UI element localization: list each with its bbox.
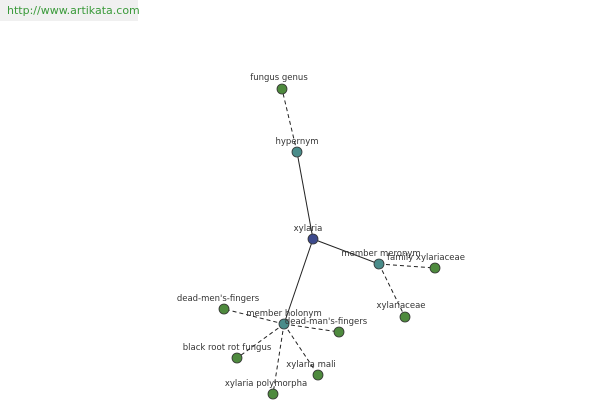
edge-xylaria-to-hypernym [296,151,314,240]
url-banner: http://www.artikata.com [0,0,140,21]
node-xylaria[interactable] [307,233,319,245]
label-family-xylariaceae[interactable]: family xylariaceae [387,253,465,263]
graph-nodes [218,83,441,400]
edge-member-holonym-to-black-root-rot-fungus [236,323,285,359]
edge-member-holonym-to-dead-mens-fingers [223,308,285,325]
node-black-root-rot-fungus[interactable] [231,352,243,364]
label-xylariaceae[interactable]: xylariaceae [376,301,425,311]
label-hypernym[interactable]: hypernym [275,137,318,147]
label-dead-mans-fingers[interactable]: dead-man's-fingers [285,317,368,327]
node-member-meronym[interactable] [373,258,385,270]
node-xylaria-mali[interactable] [312,369,324,381]
label-fungus-genus[interactable]: fungus genus [250,73,308,83]
edge-xylaria-to-member-holonym [283,238,314,325]
node-member-holonym[interactable] [278,318,290,330]
label-xylaria[interactable]: xylaria [294,224,323,234]
edge-member-holonym-to-xylaria-mali [283,323,319,376]
edge-member-meronym-to-xylariaceae [378,263,406,318]
edge-hypernym-to-fungus-genus [281,88,298,153]
label-member-meronym[interactable]: member meronym [341,249,420,259]
label-dead-mens-fingers[interactable]: dead-men's-fingers [177,294,260,304]
node-fungus-genus[interactable] [276,83,288,95]
label-xylaria-polymorpha[interactable]: xylaria polymorpha [225,379,307,389]
label-black-root-rot-fungus[interactable]: black root rot fungus [183,343,272,353]
label-xylaria-mali[interactable]: xylaria mali [286,360,336,370]
site-url-link[interactable]: http://www.artikata.com [7,4,140,17]
node-dead-mans-fingers[interactable] [333,326,345,338]
node-dead-mens-fingers[interactable] [218,303,230,315]
node-family-xylariaceae[interactable] [429,262,441,274]
label-member-holonym[interactable]: member holonym [246,309,321,319]
node-xylariaceae[interactable] [399,311,411,323]
edge-xylaria-to-member-meronym [312,238,380,265]
graph-edges [223,88,436,395]
node-xylaria-polymorpha[interactable] [267,388,279,400]
edge-member-meronym-to-family-xylariaceae [378,263,436,269]
edge-member-holonym-to-xylaria-polymorpha [272,323,285,395]
edge-member-holonym-to-dead-mans-fingers [283,323,340,333]
graph-labels: xylaria hypernym fungus genus member merony… [177,73,465,389]
node-hypernym[interactable] [291,146,303,158]
